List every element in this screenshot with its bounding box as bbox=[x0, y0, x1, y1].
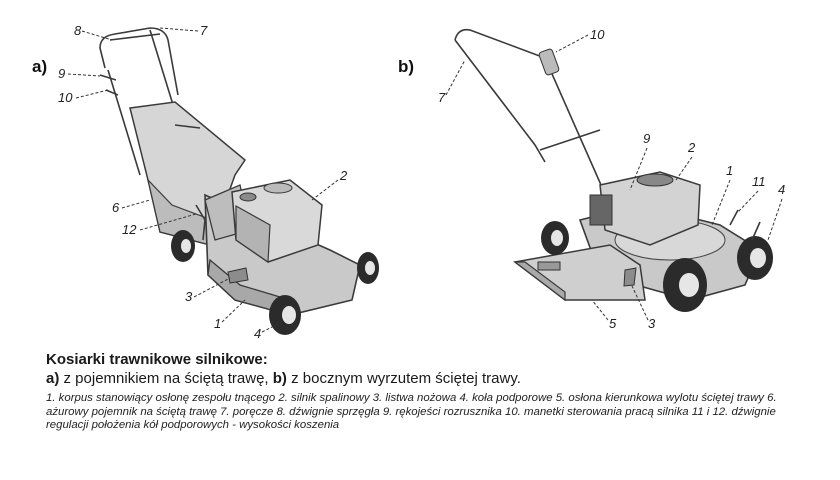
mower-b-engine bbox=[599, 171, 701, 246]
mower-b-illustration bbox=[454, 28, 773, 312]
part-label-b-3: 3 bbox=[648, 316, 656, 331]
part-label-a-10: 10 bbox=[58, 90, 73, 105]
part-label-a-8: 8 bbox=[74, 23, 82, 38]
part-label-b-4: 4 bbox=[778, 182, 785, 197]
part-label-b-2: 2 bbox=[687, 140, 696, 155]
caption-sub-a-text: z pojemnikiem na ściętą trawę, bbox=[59, 370, 273, 387]
part-label-a-7: 7 bbox=[200, 23, 208, 38]
part-label-a-6: 6 bbox=[112, 200, 120, 215]
mower-diagram: a) 8 7 9 10 2 6 12 3 1 4 bbox=[32, 23, 785, 341]
caption-sub-b-letter: b) bbox=[272, 370, 287, 387]
caption-sub-a-letter: a) bbox=[46, 370, 60, 387]
part-label-a-4: 4 bbox=[254, 326, 261, 341]
figure-caption: Kosiarki trawnikowe silnikowe: a) z poje… bbox=[46, 351, 816, 433]
caption-title: Kosiarki trawnikowe silnikowe: bbox=[46, 351, 268, 368]
parts-legend: 1. korpus stanowiący osłonę zespołu tnąc… bbox=[46, 392, 777, 431]
mower-b-handle bbox=[454, 28, 621, 229]
part-label-b-11: 11 bbox=[752, 174, 766, 189]
panel-b-part-labels: 10 7 9 2 1 11 4 5 3 bbox=[438, 27, 785, 331]
panel-a-label: a) bbox=[32, 57, 47, 76]
panel-b-label: b) bbox=[398, 57, 414, 76]
part-label-b-1: 1 bbox=[726, 163, 733, 178]
part-label-b-9: 9 bbox=[643, 131, 650, 146]
caption-subtitle: a) z pojemnikiem na ściętą trawę, b) z b… bbox=[46, 369, 816, 388]
panel-a-part-labels: 8 7 9 10 2 6 12 3 1 4 bbox=[58, 23, 348, 341]
part-label-b-5: 5 bbox=[609, 316, 617, 331]
part-label-a-2: 2 bbox=[339, 168, 348, 183]
part-label-a-1: 1 bbox=[214, 316, 221, 331]
part-label-b-7: 7 bbox=[438, 90, 446, 105]
caption-sub-b-text: z bocznym wyrzutem ściętej trawy. bbox=[286, 370, 521, 387]
mower-b-wheels bbox=[541, 221, 773, 312]
part-label-a-9: 9 bbox=[58, 66, 65, 81]
mower-a-wheels bbox=[171, 230, 379, 335]
part-label-a-12: 12 bbox=[122, 222, 137, 237]
mower-a-illustration bbox=[99, 27, 379, 335]
part-label-b-10: 10 bbox=[590, 27, 605, 42]
part-label-a-3: 3 bbox=[185, 289, 193, 304]
